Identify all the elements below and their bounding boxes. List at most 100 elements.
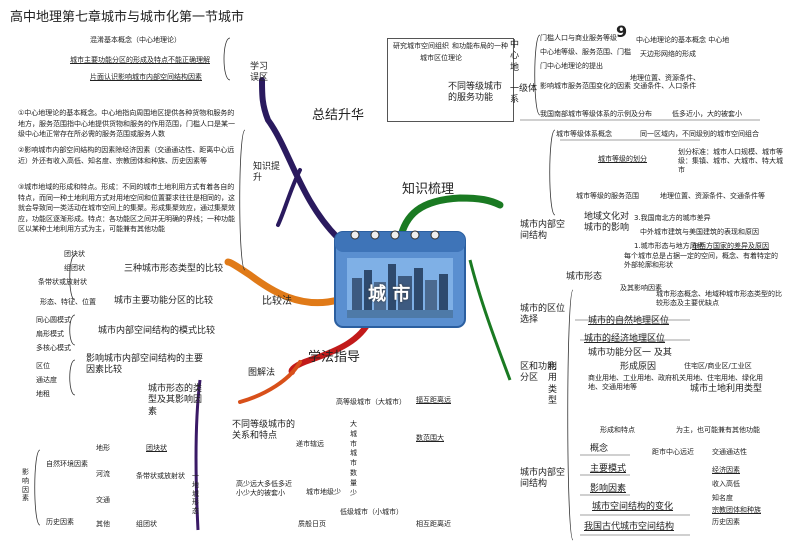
knowledge-boost-label: 知识提升 (253, 162, 281, 184)
form-reason: 形成原因 (620, 362, 657, 372)
factors-compare-title: 影响城市内部空间结构的主要因素比较 (86, 354, 204, 376)
branch-summary (259, 77, 341, 241)
concept-label: 概念 (590, 444, 609, 454)
hierarchy-definition: 同一区域内，不同级别的城市空间组合 (640, 130, 759, 138)
forms-compare-title: 三种城市形态类型的比较 (124, 264, 224, 274)
small-range-note: 质般日页 (298, 520, 326, 528)
radial-form: 条带状或放射状 (136, 472, 185, 480)
progression-rule: 递市辖远 (296, 440, 324, 448)
forms-and-points: 形成和特点 (600, 426, 635, 434)
land-difference-title: 利用类型 (548, 362, 558, 406)
structure-compare-title: 城市内部空间结构的模式比较 (98, 326, 216, 336)
model-2: 扇形模式 (36, 330, 64, 338)
culture-detail-1: 3.我国南北方的城市差异 (634, 214, 711, 222)
hierarchy-box-line3: 城市区位理论 (420, 54, 462, 62)
culture-detail-5: 每个城市总是占据一定的空间，概念、有着特定的外部轮廓和形状 (624, 252, 778, 269)
branch-label-summary: 总结升华 (312, 108, 365, 123)
branch-compare (224, 258, 342, 307)
religion-factor: 宗教团体和种族 (712, 506, 761, 514)
terrain-factor: 地形 (96, 444, 110, 452)
group-form: 组团状 (136, 520, 157, 528)
model-1: 同心圆模式 (36, 316, 71, 324)
other-factor: 其他 (96, 520, 110, 528)
culture-detail-3: 1.城市形态与地方风格 (634, 242, 704, 250)
misconception-3: 片面认识影响城市内部空间结构因素 (90, 73, 202, 81)
culture-detail-4: 东西方国家的差异及原因 (692, 242, 769, 250)
misconception-1: 混淆基本概念（中心地理论） (90, 36, 181, 44)
summary-point-2: ②影响城市内部空间结构的因素除经济因素（交通通达性、距离中心远近）外还有收入高低… (18, 146, 235, 165)
factor-1: 区位 (36, 362, 50, 370)
top-item-7: 影响城市服务范围变化的因素 交通条件、人口条件 (540, 82, 697, 90)
big-city-note: 大城市城市数量少 (350, 420, 357, 497)
culture-title: 地域文化对城市的影响 (584, 212, 630, 234)
structure-change: 城市空间结构的变化 (592, 502, 674, 512)
econ-factor: 经济因素 (712, 466, 740, 474)
near-apart-note: 相互距离近 (416, 520, 451, 528)
branch-label-illustrate: 图解法 (248, 368, 276, 378)
forms-attrs: 形态、特征、位置 (40, 298, 96, 306)
economic-location: 城市的经济地理区位 (584, 334, 666, 344)
factor-3: 地租 (36, 390, 50, 398)
ancient-structure: 我国古代城市空间结构 (584, 522, 675, 532)
region-form: 一地城形态 (192, 472, 199, 515)
top-item-5: 天边形网络的形成 (640, 50, 696, 58)
summary-point-1: ①中心地理论的基本概念。中心地指向周围地区提供各种货物和服务的地方，服务范围指中… (18, 109, 235, 138)
city-shape-title: 城市形态 (566, 272, 603, 282)
far-apart-note: 辐互距离远 (416, 396, 451, 404)
branch-summary-sub (276, 168, 302, 227)
traffic-factor: 交通 (96, 496, 110, 504)
few-big-rule: 高少远大多低多近小少大的被套小 (236, 480, 292, 497)
center-word: 中心地 (510, 40, 520, 73)
forms-detail: 为主，也可能兼有其他功能 (676, 426, 760, 434)
land-use-detail: 商业用地、工业用地、政府机关用地、住宅用地、绿化用地、交通用地等 (588, 374, 763, 391)
top-item-6: 地理位置、资源条件、 (630, 74, 700, 82)
natural-location: 城市的自然地理区位 (588, 316, 670, 326)
land-use-title: 城市土地利用类型 (690, 384, 763, 394)
location-title: 城市的区位选择 (520, 304, 566, 326)
city-level-note: 城市地级少 (306, 488, 341, 496)
main-model: 主要模式 (590, 464, 627, 474)
function-zone-title: 城市功能分区一 及其 (588, 348, 672, 358)
summary-point-3: ③城市地域的形成和特点。形成：不同的城市土地利用方式有着各自的特点，而同一种土地… (18, 183, 235, 233)
nature-factor: 自然环境因素 (46, 460, 88, 468)
hierarchy-box-line2: 和功能布局的一种 (452, 42, 508, 50)
function-zone-compare: 城市主要功能分区的比较 (114, 296, 214, 306)
center-label: 城 市 (368, 284, 411, 305)
top-item-8: 我国南部城市等级体系的示例及分布 (540, 110, 652, 118)
internal-structure-bottom: 城市内部空间结构 (520, 468, 566, 490)
function-area-title: 区和功能分区 (520, 362, 557, 384)
hierarchy-levels: 不同等级城市的服务功能 (448, 82, 503, 104)
branch-method (288, 317, 373, 375)
branch-label-compare: 比较法 (262, 296, 292, 307)
branch-knowledge (396, 194, 504, 244)
form-type-1: 团块状 (64, 250, 85, 258)
branch-label-method: 学法指导 (308, 350, 361, 365)
hierarchy-box (387, 38, 514, 122)
branch-label-knowledge: 知识梳理 (402, 182, 455, 197)
hierarchy-box-line1: 研究城市空间组织 (393, 42, 449, 50)
branch-illustrate (238, 360, 302, 404)
top-item-4: 门中心地理论的提出 (540, 62, 603, 70)
city-shape-types: 及其影响因素 (620, 284, 662, 292)
fame-factor: 知名度 (712, 494, 733, 502)
distance-factor: 距市中心远近 (652, 448, 694, 456)
cluster-form: 团块状 (146, 444, 167, 452)
hierarchy-tiers: 一级体系 (510, 84, 538, 106)
service-factors: 地理位置、资源条件、交通条件等 (660, 192, 765, 200)
factor-2: 通达度 (36, 376, 57, 384)
badge-number: 9 (616, 22, 628, 41)
transport-factor: 交通通达性 (712, 448, 747, 456)
form-type-3: 条带状或放射状 (38, 278, 87, 286)
calendar-icon (334, 230, 466, 328)
wide-range-note: 数范围大 (416, 434, 444, 442)
city-shape-compare: 城市形态概念、地域种城市形态类型的比较形态及主要优缺点 (656, 290, 782, 307)
branch-bottom-right (468, 259, 512, 381)
top-item-1: 门槛人口与商业服务等级 (540, 34, 617, 42)
top-item-9: 低多近小，大的被套小 (672, 110, 742, 118)
top-item-3: 中心地等级、服务范围、门槛 (540, 48, 631, 56)
hierarchy-title: 城市等级体系概念 (556, 130, 612, 138)
page-title: 高中地理第七章城市与城市化第一节城市 (10, 10, 245, 25)
history-factor: 历史因素 (46, 518, 74, 526)
form-type-2: 组团状 (64, 264, 85, 272)
zone-types: 住宅区/商业区/工业区 (684, 362, 752, 370)
